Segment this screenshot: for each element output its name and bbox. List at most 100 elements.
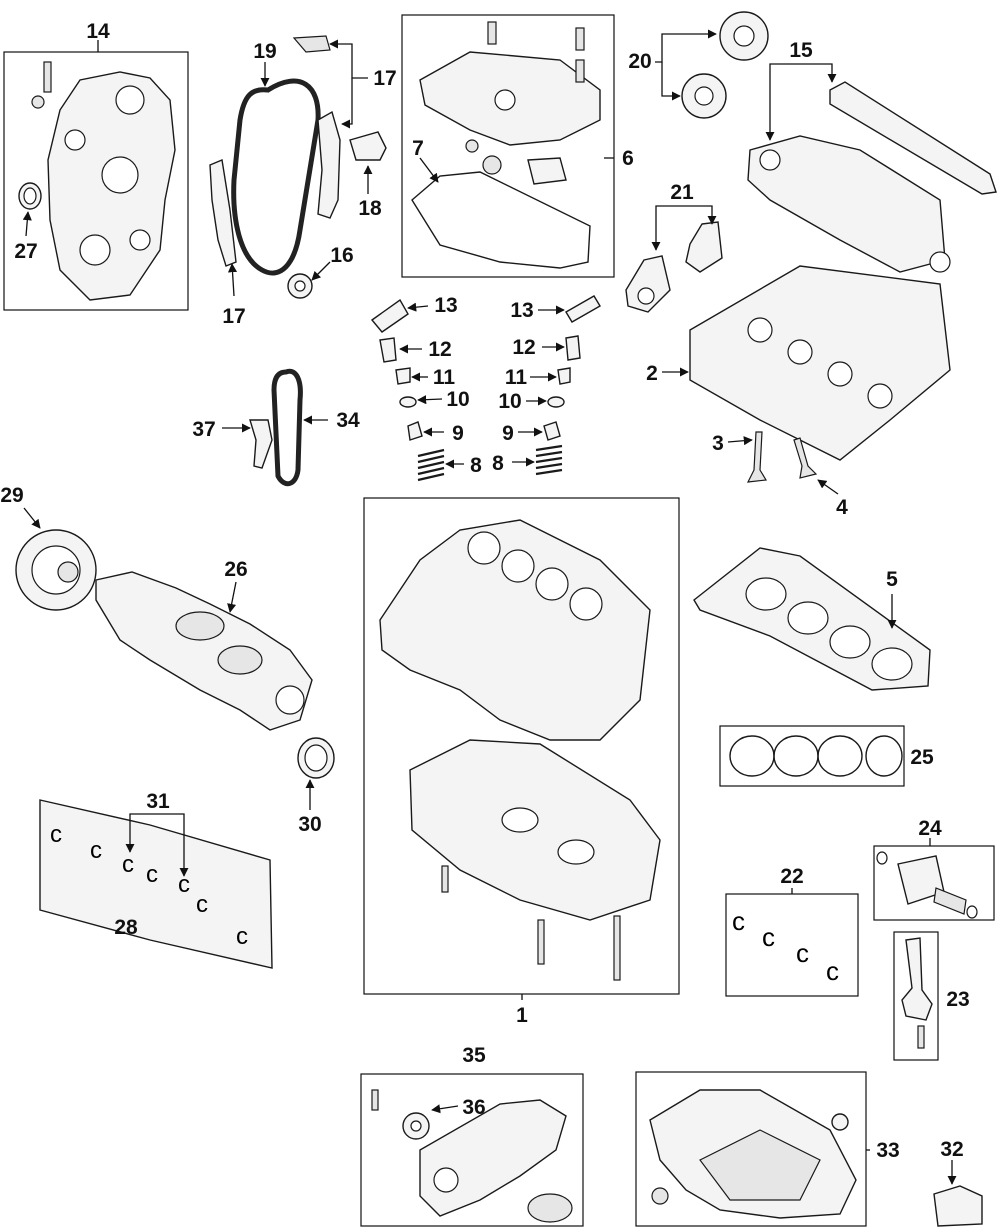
guide-bracket[interactable]: [292, 35, 331, 53]
callout-11-right: 11: [505, 366, 528, 389]
intake-camshaft[interactable]: [829, 81, 997, 195]
camshaft-carrier[interactable]: [747, 135, 946, 273]
callout-16: 16: [330, 244, 353, 267]
ocv-solenoid-1[interactable]: [625, 255, 671, 313]
valve-seal-left[interactable]: [407, 421, 423, 441]
oil-pickup[interactable]: [527, 1193, 573, 1223]
rod-bearings-group: c c c c: [725, 888, 859, 997]
valve-cover-gasket[interactable]: [411, 171, 591, 269]
timing-chain-group: [209, 35, 387, 299]
ring-set-1[interactable]: [729, 735, 775, 777]
callout-labels: 14 27 19 17 18 16 17 7 6 20 15 21 2 3 4 …: [0, 20, 969, 1162]
main-bearing-card[interactable]: [39, 799, 273, 969]
callout-10-right: 10: [498, 390, 521, 413]
dowel-stud[interactable]: [43, 61, 52, 93]
callout-17-top: 17: [373, 67, 396, 90]
oil-pump-bolt[interactable]: [371, 1089, 379, 1111]
valve-cap-left[interactable]: [395, 367, 411, 385]
callout-6: 6: [622, 147, 634, 170]
oil-pump-chain[interactable]: [271, 368, 303, 487]
small-gasket[interactable]: [527, 157, 567, 185]
lash-adjuster-right[interactable]: [565, 335, 581, 361]
callout-8-right: 8: [492, 452, 504, 475]
svg-text:c: c: [178, 871, 190, 898]
crankshaft-group: [15, 507, 335, 810]
callout-35: 35: [462, 1044, 486, 1067]
connecting-rod-box: [893, 931, 939, 1061]
ring-set-3[interactable]: [817, 735, 863, 777]
callout-37: 37: [192, 418, 215, 441]
cylinder-block[interactable]: [379, 519, 651, 741]
valve-seal-right[interactable]: [543, 421, 561, 441]
cylinder-head[interactable]: [689, 265, 951, 461]
piston-group: [873, 838, 995, 921]
callout-15: 15: [789, 39, 813, 62]
piston-rings-group: [719, 725, 905, 787]
lash-adjuster-left[interactable]: [379, 337, 397, 363]
crankcase-bolt-3[interactable]: [613, 915, 621, 981]
rocker-arm-left[interactable]: [370, 298, 409, 333]
camshaft-group: [655, 11, 997, 273]
callout-30: 30: [298, 813, 321, 836]
callout-23: 23: [946, 988, 969, 1011]
piston-rings-box: [719, 725, 905, 787]
oil-cap-seal[interactable]: [465, 139, 479, 153]
oil-cooler[interactable]: [933, 1185, 983, 1227]
crankcase-bolt-1[interactable]: [441, 865, 449, 893]
timing-chain[interactable]: [231, 78, 321, 276]
cover-bolt-3[interactable]: [575, 59, 585, 83]
intake-valve[interactable]: [746, 431, 767, 483]
connecting-rod[interactable]: [901, 937, 933, 1021]
ring-set-2[interactable]: [773, 735, 819, 777]
callout-33: 33: [876, 1139, 899, 1162]
drain-plug[interactable]: [651, 1187, 669, 1205]
cover-bolt-2[interactable]: [575, 27, 585, 51]
piston-pin[interactable]: [933, 887, 967, 915]
callout-2: 2: [646, 362, 658, 385]
timing-cover-group: [3, 40, 189, 311]
callout-10-left: 10: [446, 388, 469, 411]
valve-cover-group: [401, 14, 615, 278]
ocv-group: [625, 205, 723, 313]
svg-text:c: c: [732, 906, 745, 936]
exhaust-valve[interactable]: [793, 437, 818, 479]
crankshaft[interactable]: [95, 571, 313, 731]
svg-text:c: c: [90, 837, 102, 864]
lower-crankcase[interactable]: [409, 739, 661, 921]
valve-spring-left[interactable]: [417, 448, 445, 482]
callout-13-left: 13: [434, 294, 457, 317]
oil-pump-chain-group: [222, 368, 328, 487]
chain-guide-right[interactable]: [317, 110, 341, 219]
oil-filler-cap[interactable]: [482, 155, 502, 175]
crankcase-bolt-2[interactable]: [537, 919, 545, 965]
callout-17-bottom: 17: [222, 305, 245, 328]
oil-cooler-group: [933, 1160, 983, 1227]
callout-14: 14: [86, 20, 110, 43]
drain-plug-washer[interactable]: [831, 1113, 849, 1131]
piston-box: [873, 845, 995, 921]
oil-pump-assembly[interactable]: [419, 1099, 567, 1217]
oil-pump-tensioner[interactable]: [249, 419, 273, 469]
ring-set-4[interactable]: [865, 735, 903, 777]
svg-text:c: c: [146, 861, 158, 888]
callout-1: 1: [516, 1004, 528, 1027]
callout-5: 5: [886, 568, 898, 591]
callout-20: 20: [628, 50, 651, 73]
rod-bolt[interactable]: [917, 1025, 925, 1049]
chain-tensioner[interactable]: [349, 131, 387, 161]
svg-text:c: c: [236, 923, 248, 950]
oil-pump-box: [360, 1073, 584, 1227]
callout-8-left: 8: [470, 454, 482, 477]
valve-spring-right[interactable]: [535, 444, 563, 476]
callout-25: 25: [910, 746, 934, 769]
cover-bolt-1[interactable]: [487, 21, 497, 45]
rocker-arm-right[interactable]: [565, 295, 601, 323]
svg-text:c: c: [122, 851, 134, 878]
valve-keeper-left[interactable]: [399, 396, 417, 408]
valve-cap-right[interactable]: [557, 367, 571, 385]
ocv-solenoid-2[interactable]: [685, 221, 723, 273]
cover-bolt[interactable]: [31, 95, 45, 109]
callout-34: 34: [336, 409, 360, 432]
valve-keeper-right[interactable]: [547, 396, 565, 408]
